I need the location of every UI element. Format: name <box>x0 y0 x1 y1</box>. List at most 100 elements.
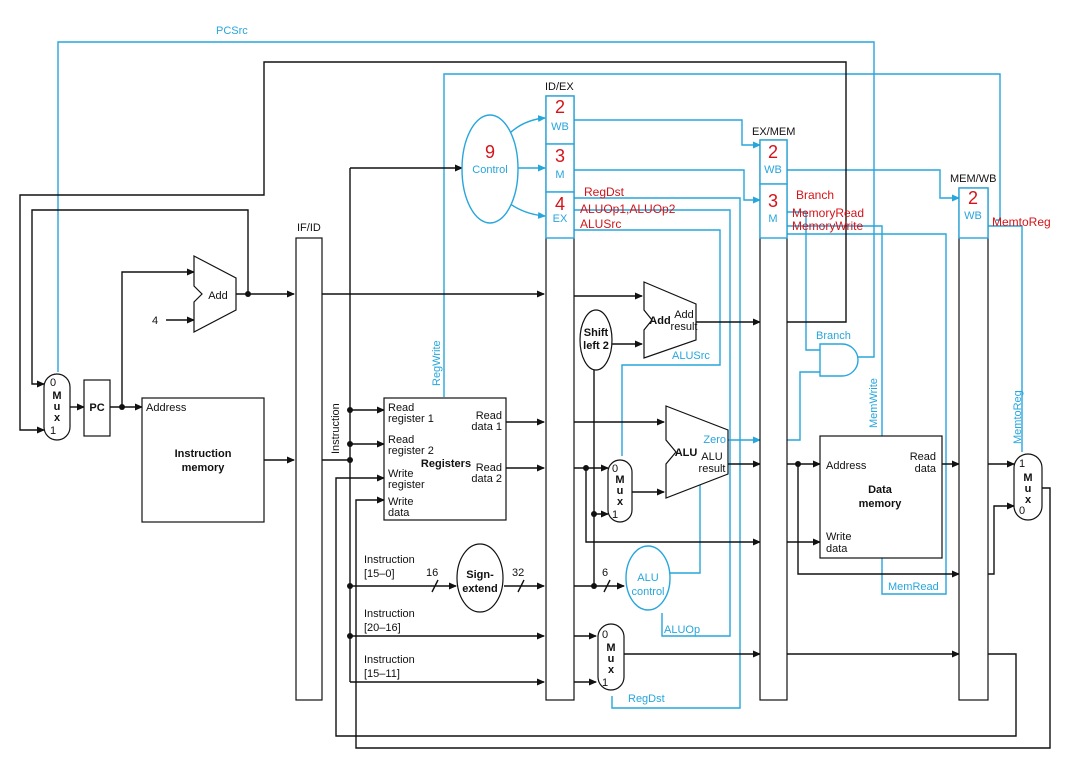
regdst-mux-u: u <box>608 653 615 665</box>
exmem-label: EX/MEM <box>752 126 795 138</box>
alu-control-1: ALU <box>637 572 658 584</box>
regdst-label: RegDst <box>628 693 665 705</box>
rd2-to-exmem <box>585 468 761 546</box>
ifid-register <box>295 237 323 701</box>
pc-mux-in0: 0 <box>50 377 56 389</box>
branch-adder-res-2: result <box>671 321 698 333</box>
control-count: 9 <box>485 142 495 162</box>
regdst-mux-m: M <box>606 642 615 654</box>
dmem-write-2: data <box>826 543 848 555</box>
memtoreg-to-writedata <box>355 487 1051 749</box>
annotation-alusrc: ALUSrc <box>580 217 621 231</box>
memtoreg-mux-m: M <box>1023 472 1032 484</box>
annotation-aluop: ALUOp1,ALUOp2 <box>580 202 676 216</box>
width-6-label: 6 <box>602 567 608 579</box>
alusrc-wire <box>574 229 721 456</box>
branch-adder <box>643 281 697 359</box>
rf-wr-1: Write <box>388 468 413 480</box>
idex-m-count: 3 <box>555 146 565 166</box>
branch-adder-res-1: Add <box>674 309 694 321</box>
instr-15-11-1: Instruction <box>364 654 415 666</box>
aluop-label: ALUOp <box>664 624 700 636</box>
imem-title-2: memory <box>182 462 226 474</box>
memtoreg-wire <box>988 225 1023 452</box>
width-slash-16 <box>431 579 439 593</box>
branch-target-wire <box>19 61 847 434</box>
rf-rr1-2: register 1 <box>388 413 434 425</box>
idex-wb-label: WB <box>551 121 569 133</box>
memwb-wb-count: 2 <box>968 188 978 208</box>
exmem-wb-count: 2 <box>768 142 778 162</box>
alusrc-mux-x: x <box>617 496 624 508</box>
address-bypass <box>797 464 960 578</box>
idex-label: ID/EX <box>545 81 574 93</box>
imm-trunk <box>574 510 609 587</box>
memtoreg-mux-in0: 0 <box>1019 505 1025 517</box>
alu-zero: Zero <box>703 434 726 446</box>
aluop-wire <box>574 209 731 637</box>
branch-adder-add: Add <box>649 315 670 327</box>
alusrc-mux-in1: 1 <box>612 509 618 521</box>
pc-adder-label: Add <box>208 290 228 302</box>
idex-ex-count: 4 <box>555 194 565 214</box>
idex-m-to-exmem <box>574 169 761 204</box>
rf-rd1-1: Read <box>476 410 502 422</box>
alusrc-label: ALUSrc <box>672 350 710 362</box>
constant-four: 4 <box>152 315 158 327</box>
shift-1: Shift <box>584 327 609 339</box>
regwrite-label: RegWrite <box>431 340 443 386</box>
rf-wd-1: Write <box>388 496 413 508</box>
alu-control-2: control <box>631 586 664 598</box>
pcsrc-label: PCSrc <box>216 25 248 37</box>
shift-left-2-unit <box>579 309 613 371</box>
idex-wb-to-exmem <box>574 119 761 149</box>
rf-rr2-1: Read <box>388 434 414 446</box>
memwb-label: MEM/WB <box>950 173 996 185</box>
alusrc-mux <box>607 459 633 523</box>
memwb-register <box>958 187 989 701</box>
dmem-address-label: Address <box>826 460 867 472</box>
alusrc-mux-in0: 0 <box>612 463 618 475</box>
rf-rd2-2: data 2 <box>471 473 502 485</box>
instruction-bus-label: Instruction <box>330 403 342 454</box>
annotation-branch: Branch <box>796 188 834 202</box>
sign-extend-unit <box>456 543 504 613</box>
idex-m-label: M <box>555 169 564 181</box>
imem-address-label: Address <box>146 402 187 414</box>
width-slash-32 <box>517 579 525 593</box>
regdst-mux-x: x <box>608 664 615 676</box>
instr-15-0-1: Instruction <box>364 554 415 566</box>
memtoreg-mux-in1: 1 <box>1019 458 1025 470</box>
rf-rr1-1: Read <box>388 402 414 414</box>
pc-register <box>83 379 111 437</box>
rf-title: Registers <box>421 458 471 470</box>
width-32-label: 32 <box>512 567 524 579</box>
alu-label: ALU <box>675 447 698 459</box>
register-file <box>383 397 507 521</box>
annotation-regdst: RegDst <box>584 185 625 199</box>
control-unit <box>461 114 519 224</box>
regwrite-wire <box>443 73 1001 397</box>
regdst-mux-in0: 0 <box>602 629 608 641</box>
junction-dots <box>119 291 801 639</box>
pc-mux-m: M <box>52 390 61 402</box>
alu-result-2: result <box>699 463 726 475</box>
branch-wire <box>787 211 820 351</box>
data-wires <box>19 61 1051 749</box>
instruction-memory <box>141 397 265 523</box>
memwb-wb-label: WB <box>964 210 982 222</box>
regdst-mux-in1: 1 <box>602 677 608 689</box>
memwb-to-memtoreg-0 <box>988 502 1015 575</box>
dmem-title-2: memory <box>859 498 903 510</box>
alu <box>665 405 729 499</box>
imem-title-1: Instruction <box>175 448 232 460</box>
rf-wr-2: register <box>388 479 425 491</box>
instr-15-0-2: [15–0] <box>364 568 395 580</box>
alusrc-mux-u: u <box>617 485 624 497</box>
sign-extend-2: extend <box>462 583 497 595</box>
memwb-control-field <box>958 187 989 239</box>
dmem-read-2: data <box>915 463 937 475</box>
annotation-memread: MemoryRead <box>792 206 864 220</box>
memtoreg-mux <box>1013 453 1043 521</box>
